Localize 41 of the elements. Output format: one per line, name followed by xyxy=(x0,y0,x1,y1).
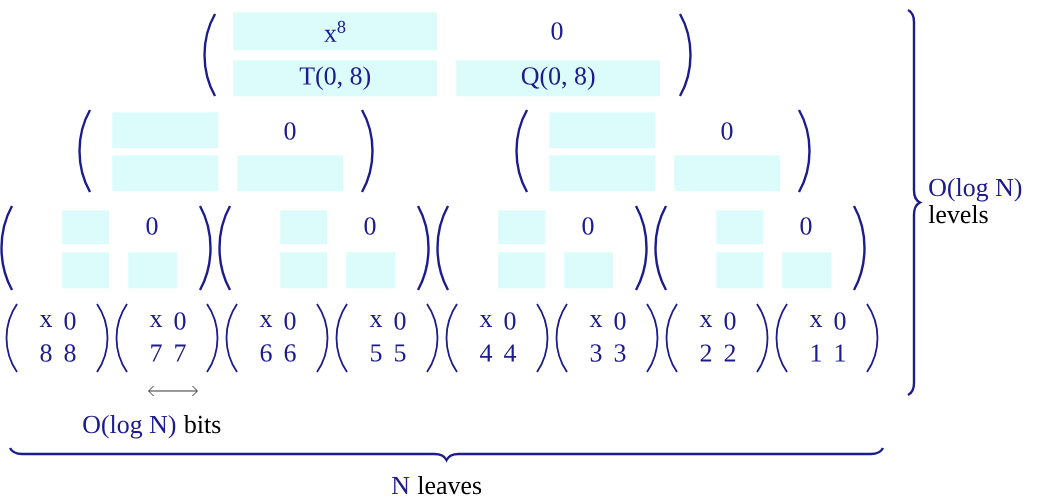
matrix: 0 xyxy=(78,109,374,193)
empty-cell xyxy=(128,252,178,289)
empty-cell xyxy=(549,112,656,149)
empty-cell xyxy=(716,252,764,289)
matrix-cell: T(0, 8) xyxy=(233,60,438,97)
empty-cell xyxy=(62,252,110,289)
matrix: x 0 5 5 xyxy=(335,303,439,373)
matrix: x 0 6 6 xyxy=(225,303,329,373)
matrix: x 0 8 8 xyxy=(5,303,109,373)
empty-cell xyxy=(280,210,328,245)
matrix: x 0 2 2 xyxy=(665,303,769,373)
matrix: 0 xyxy=(218,205,430,291)
matrix: x 0 7 7 xyxy=(115,303,219,373)
empty-cell xyxy=(237,155,344,192)
matrix: x 0 3 3 xyxy=(555,303,659,373)
empty-cell xyxy=(549,155,656,192)
empty-cell xyxy=(564,252,614,289)
matrix: 0 xyxy=(0,205,212,291)
matrix: x 0 1 1 xyxy=(775,303,879,373)
empty-cell xyxy=(112,112,219,149)
matrix: 0 xyxy=(654,205,866,291)
empty-cell xyxy=(280,252,328,289)
empty-cell xyxy=(716,210,764,245)
matrix-cell: Q(0, 8) xyxy=(456,60,661,97)
matrix-cell: x$^{8}$ xyxy=(233,12,438,51)
label: leaves xyxy=(417,476,482,495)
empty-cell xyxy=(112,155,219,192)
label: O(log N) xyxy=(929,178,1022,202)
matrix: 0 xyxy=(515,109,811,193)
empty-cell xyxy=(346,252,396,289)
label: N xyxy=(391,477,410,494)
label: levels xyxy=(928,205,988,224)
empty-cell xyxy=(498,252,546,289)
empty-cell xyxy=(782,252,832,289)
empty-cell xyxy=(62,210,110,245)
label: bits xyxy=(183,415,221,434)
matrix: 0 xyxy=(436,205,648,291)
empty-cell xyxy=(498,210,546,245)
matrix: x 0 4 4 xyxy=(445,303,549,373)
label: O(log N) xyxy=(83,415,176,439)
empty-cell xyxy=(674,155,781,192)
